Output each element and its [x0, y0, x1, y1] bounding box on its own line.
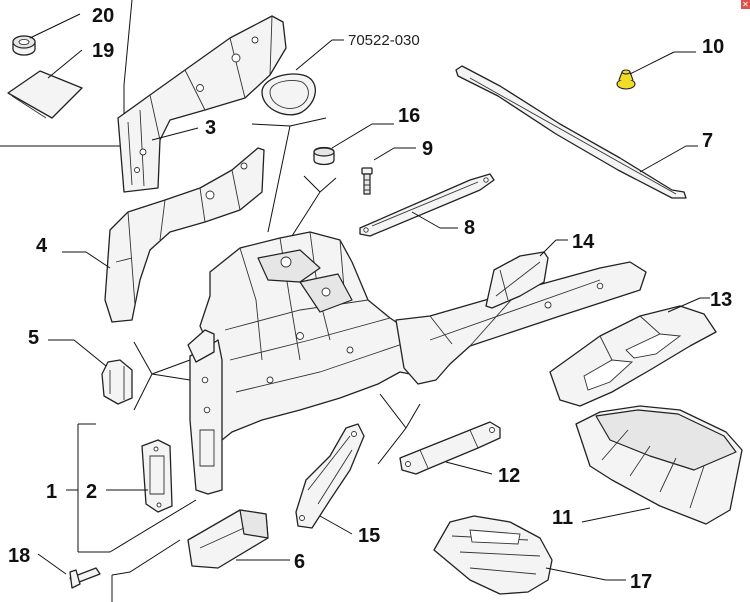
part-15-bracket[interactable] [295, 423, 365, 529]
callout-18: 18 [8, 545, 30, 567]
part-16-plug[interactable] [313, 146, 335, 166]
part-1-sidemember[interactable] [187, 329, 223, 495]
part-11-tray[interactable] [575, 405, 743, 525]
callout-10: 10 [702, 36, 724, 58]
main-front-structure[interactable] [199, 231, 443, 441]
callout-9: 9 [422, 138, 433, 160]
part-70522-030-grommet[interactable] [261, 73, 316, 116]
callout-17: 17 [630, 571, 652, 593]
callout-16: 16 [398, 105, 420, 127]
part-12-crossmember[interactable] [399, 421, 501, 475]
callout-4: 4 [36, 235, 48, 257]
part-14-bracket[interactable] [485, 251, 549, 309]
callout-20: 20 [92, 5, 114, 27]
callout-7: 7 [702, 130, 713, 152]
callout-13: 13 [710, 289, 732, 311]
part-19-pad[interactable] [7, 70, 83, 119]
part-13-frame[interactable] [549, 305, 717, 407]
part-18-bolt[interactable] [69, 567, 101, 589]
part-3-upper-rail[interactable] [117, 15, 287, 193]
callout-5: 5 [28, 327, 39, 349]
reference-code: 70522-030 [348, 32, 420, 49]
close-icon[interactable]: ✕ [741, 0, 750, 9]
part-5-bracket[interactable] [101, 359, 133, 405]
part-6-crash-box[interactable] [187, 509, 269, 569]
part-7-strap[interactable] [455, 65, 687, 199]
callout-2: 2 [86, 481, 97, 503]
callout-19: 19 [92, 40, 114, 62]
part-17-cover[interactable] [433, 515, 553, 595]
part-2-plate[interactable] [141, 439, 173, 513]
callout-11: 11 [552, 507, 573, 529]
callout-8: 8 [464, 217, 475, 239]
callout-3: 3 [205, 117, 216, 139]
part-4-wheel-arch[interactable] [104, 147, 265, 323]
callout-12: 12 [498, 465, 520, 487]
part-10-nut[interactable] [616, 69, 636, 90]
part-9-screw[interactable] [361, 167, 373, 195]
callout-15: 15 [358, 525, 380, 547]
callout-14: 14 [572, 231, 595, 253]
part-8-bar[interactable] [359, 173, 495, 237]
part-20-cap[interactable] [12, 35, 36, 56]
callout-1: 1 [46, 481, 57, 503]
callout-6: 6 [294, 551, 305, 573]
